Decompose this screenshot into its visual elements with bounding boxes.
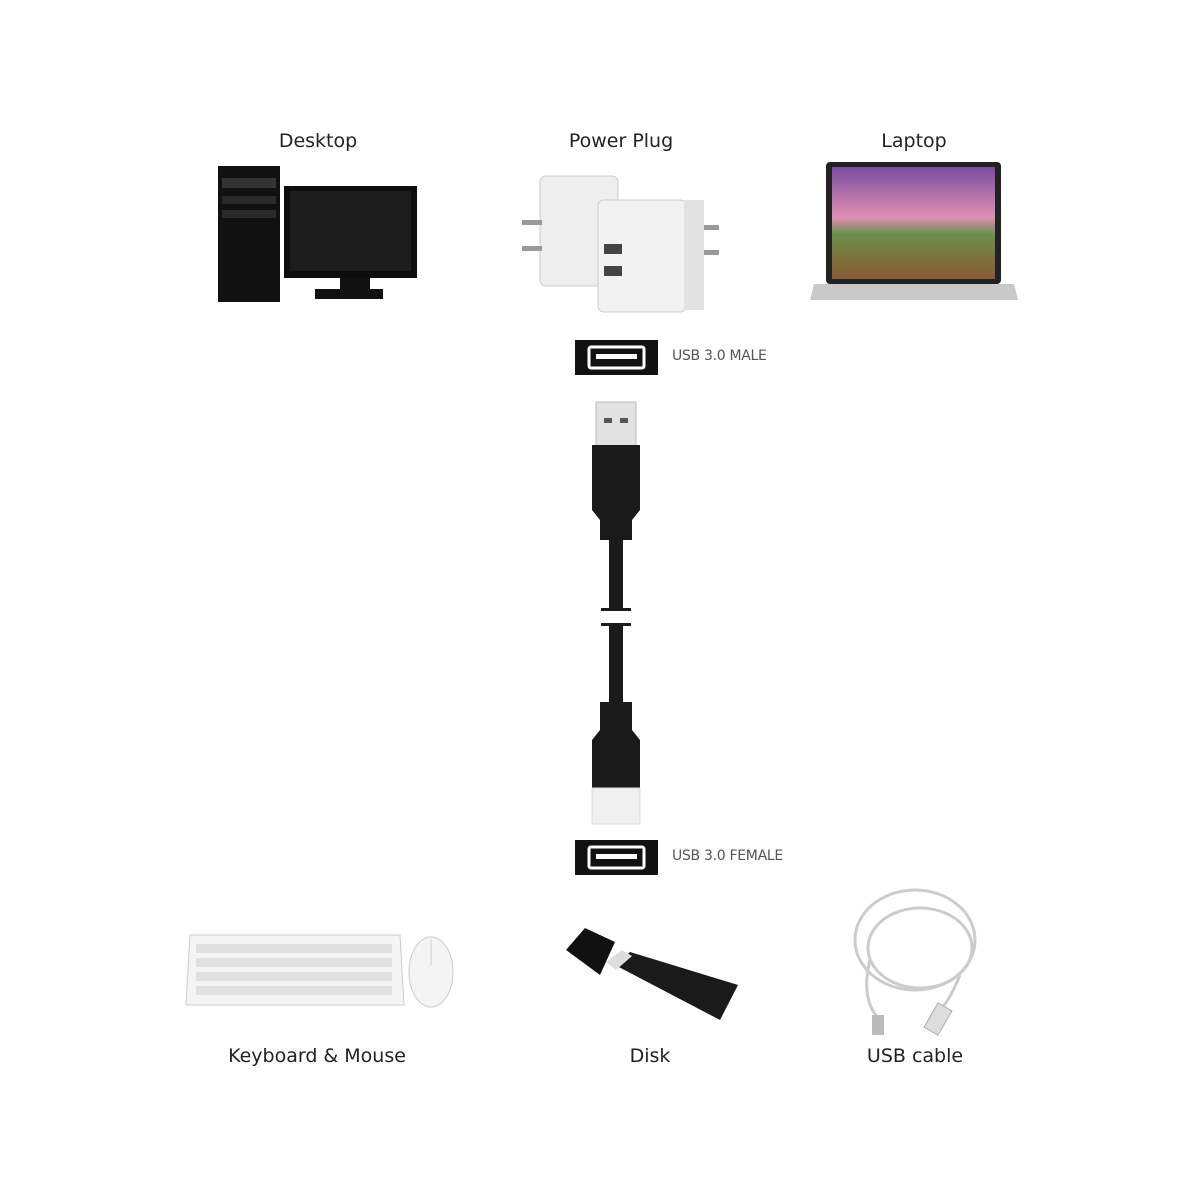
port-label-male: USB 3.0 MALE (672, 348, 767, 364)
laptop-icon (810, 162, 1018, 300)
device-label-usb-cable: USB cable (866, 1045, 964, 1067)
usb-flash-drive-icon (566, 928, 738, 1020)
usb-extension-cable-icon (591, 401, 641, 825)
keyboard-mouse-icon (185, 934, 454, 1008)
device-label-laptop: Laptop (881, 130, 947, 152)
usb-port-icon (575, 340, 658, 375)
port-label-female: USB 3.0 FEMALE (672, 848, 783, 864)
desktop-computer-icon (218, 166, 417, 302)
usb-port-icon (575, 840, 658, 875)
device-label-keyboard-mouse: Keyboard & Mouse (228, 1045, 406, 1067)
usb-cable-icon (853, 888, 977, 1036)
device-label-disk: Disk (629, 1045, 671, 1067)
power-adapter-icon (522, 175, 719, 313)
device-label-desktop: Desktop (278, 130, 358, 152)
device-label-power-plug: Power Plug (568, 130, 674, 152)
